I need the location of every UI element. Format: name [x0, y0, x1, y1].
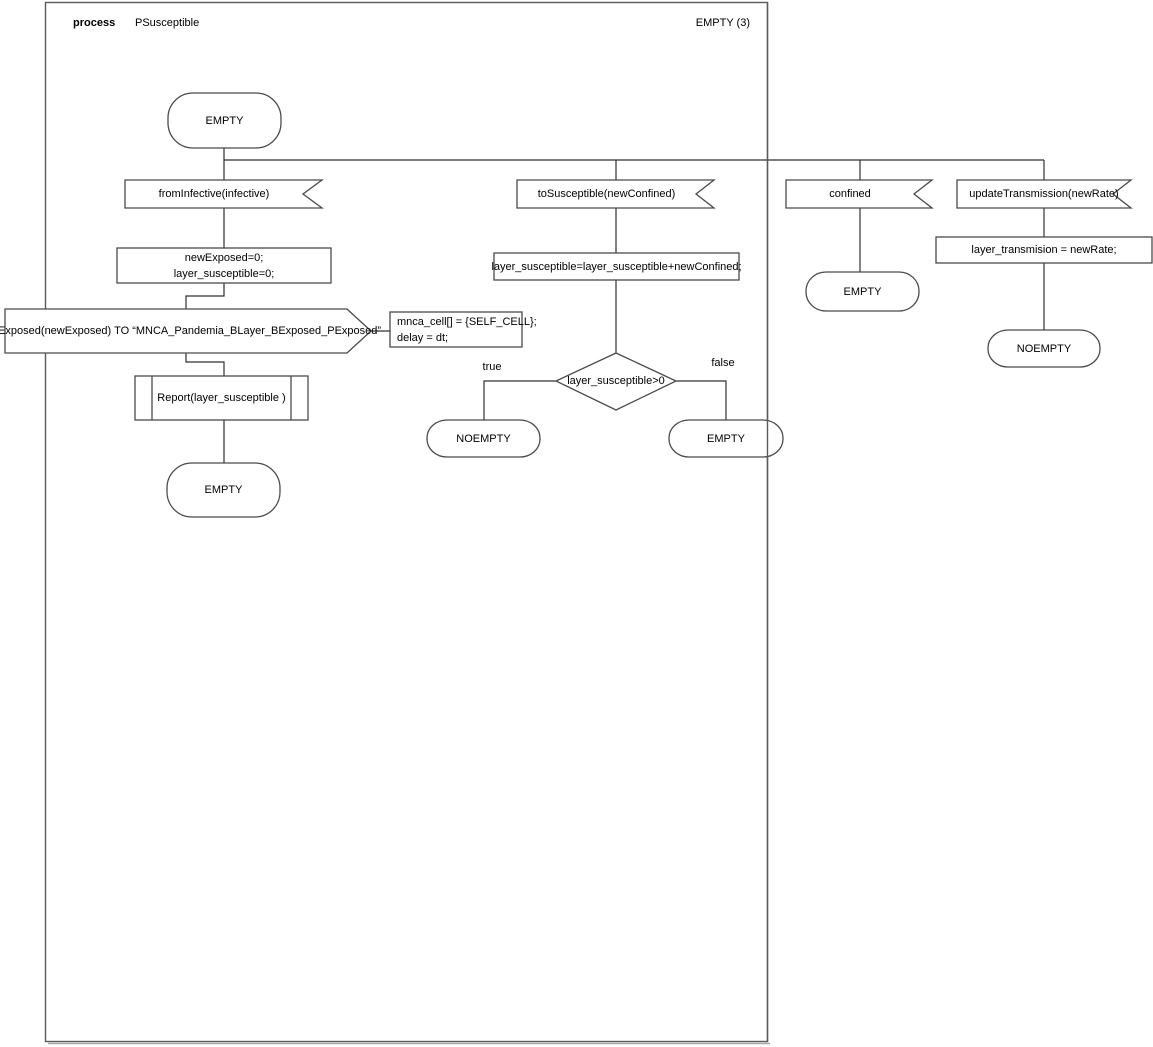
- state-symbol-noempty-true[interactable]: [426, 419, 541, 458]
- task-symbol-set-transmission[interactable]: [935, 236, 1153, 264]
- input-symbol-frominfective[interactable]: [124, 179, 324, 209]
- process-frame: [44, 1, 769, 1043]
- comment-box-output-params[interactable]: [389, 311, 523, 348]
- procedure-call-symbol-report[interactable]: [134, 375, 309, 421]
- task-init-line1: newExposed=0;: [184, 252, 264, 264]
- comment-line2: delay = dt;: [397, 332, 449, 344]
- input-label-frominfective: fromInfective(infective): [158, 188, 270, 200]
- task-symbol-add-confined[interactable]: [493, 252, 740, 281]
- state-symbol-empty-confined[interactable]: [805, 271, 920, 312]
- comment-label-output-params: mnca_cell[] = {SELF_CELL}; delay = dt;: [397, 314, 537, 346]
- task-init-line2: layer_susceptible=0;: [173, 268, 275, 280]
- state-symbol-empty-start[interactable]: [167, 92, 282, 149]
- state-label-noempty-update: NOEMPTY: [1016, 342, 1072, 355]
- process-kind-label: process: [73, 17, 116, 29]
- output-symbol-toexposed[interactable]: [4, 308, 372, 354]
- branch-true-line: [483, 380, 556, 420]
- input-symbol-confined[interactable]: [785, 179, 934, 209]
- procedure-label-report: Report(layer_susceptible ): [157, 392, 286, 404]
- branch-label-false: false: [711, 357, 735, 369]
- state-symbol-empty-end-col1[interactable]: [166, 462, 281, 518]
- connector: [185, 353, 225, 376]
- decision-label: layer_susceptible>0: [567, 375, 665, 387]
- connector: [185, 283, 225, 309]
- state-label-empty-end-col1: EMPTY: [204, 484, 243, 496]
- input-symbol-tosusceptible[interactable]: [516, 179, 716, 209]
- input-label-confined: confined: [829, 188, 871, 200]
- process-name: PSusceptible: [135, 17, 200, 29]
- state-label-empty-start: EMPTY: [205, 114, 244, 127]
- output-label-toexposed: toExposed(newExposed) TO “MNCA_Pandemia_…: [0, 325, 382, 337]
- state-label-noempty-true: NOEMPTY: [456, 432, 511, 445]
- task-label-init: newExposed=0; layer_susceptible=0;: [117, 250, 331, 282]
- decision-symbol-layer-susceptible[interactable]: [554, 352, 678, 411]
- state-symbol-noempty-update[interactable]: [987, 329, 1101, 368]
- task-label-add-confined: layer_susceptible=layer_susceptible+newC…: [491, 260, 742, 273]
- branch-label-true: true: [482, 361, 502, 373]
- comment-line1: mnca_cell[] = {SELF_CELL};: [397, 316, 537, 328]
- state-symbol-empty-false[interactable]: [668, 419, 784, 458]
- process-states-annotation: EMPTY (3): [695, 17, 750, 29]
- input-label-tosusceptible: toSusceptible(newConfined): [537, 188, 676, 200]
- input-label-updatetransmission: updateTransmission(newRate): [969, 188, 1119, 200]
- branch-false-line: [676, 380, 727, 420]
- task-label-set-transmission: layer_transmision = newRate;: [971, 244, 1117, 256]
- connectors: [185, 148, 1045, 463]
- input-symbol-updatetransmission[interactable]: [956, 179, 1133, 209]
- state-label-empty-confined: EMPTY: [843, 285, 882, 298]
- task-symbol-init[interactable]: [116, 247, 332, 284]
- state-label-empty-false: EMPTY: [707, 432, 745, 445]
